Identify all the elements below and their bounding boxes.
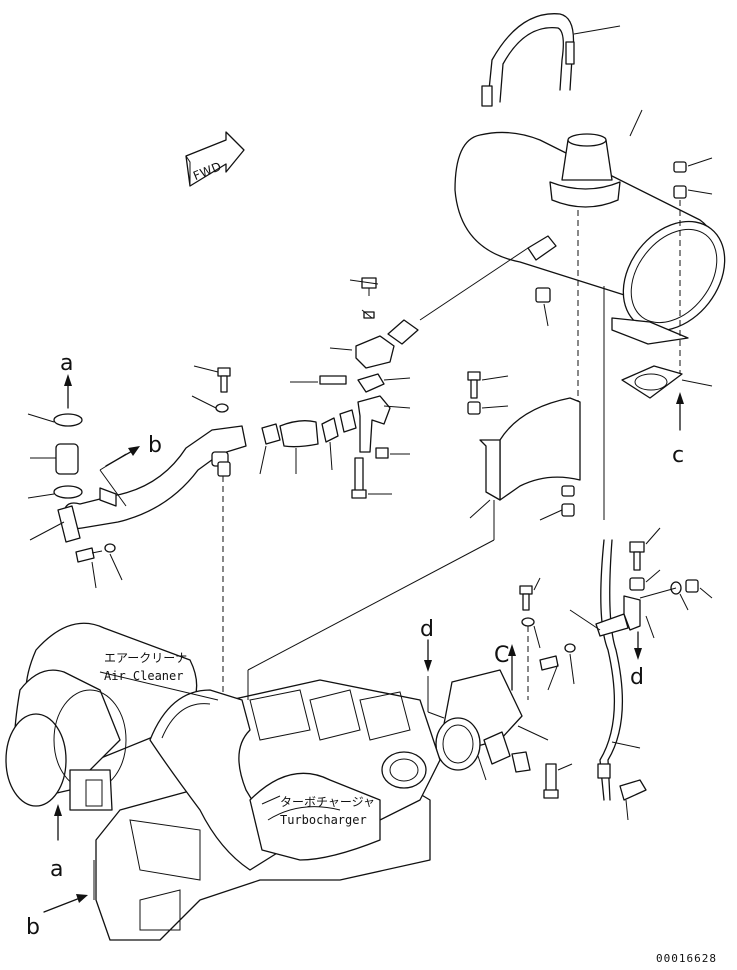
exhaust-elbow: C d — [420, 577, 576, 799]
engine-assembly: a b — [5, 500, 495, 941]
turbocharger-label-en: Turbocharger — [280, 813, 367, 827]
control-rod: d — [569, 286, 713, 821]
turbocharger-label-jp: ターボチャージャ — [280, 795, 375, 809]
callout-letter-c-mid: C — [494, 643, 509, 668]
callout-a-top: a — [60, 351, 73, 409]
callout-letter-b-top: b — [148, 433, 162, 458]
drawing-number: 00016628 — [656, 952, 717, 965]
air-cleaner-label: エアークリーナ Air Cleaner — [104, 651, 187, 683]
turbocharger-label: ターボチャージャ Turbocharger — [280, 795, 375, 827]
fwd-direction-arrow: FWD — [185, 131, 245, 187]
callout-letter-a-top: a — [60, 351, 73, 376]
air-intake-fittings — [191, 277, 419, 499]
muffler-bracket — [467, 287, 581, 521]
callout-letter-d-right: d — [630, 665, 644, 690]
callout-letter-a-bottom: a — [50, 857, 63, 882]
callout-letter-b-bottom: b — [26, 915, 40, 940]
callout-c-right: c — [672, 443, 684, 468]
air-cleaner-label-en: Air Cleaner — [104, 669, 183, 683]
callout-b-top: b — [105, 433, 162, 467]
callout-letter-d-left: d — [420, 617, 434, 642]
callout-letter-c-right: c — [672, 443, 684, 468]
muffler — [419, 13, 726, 431]
air-cleaner-label-jp: エアークリーナ — [104, 651, 187, 665]
